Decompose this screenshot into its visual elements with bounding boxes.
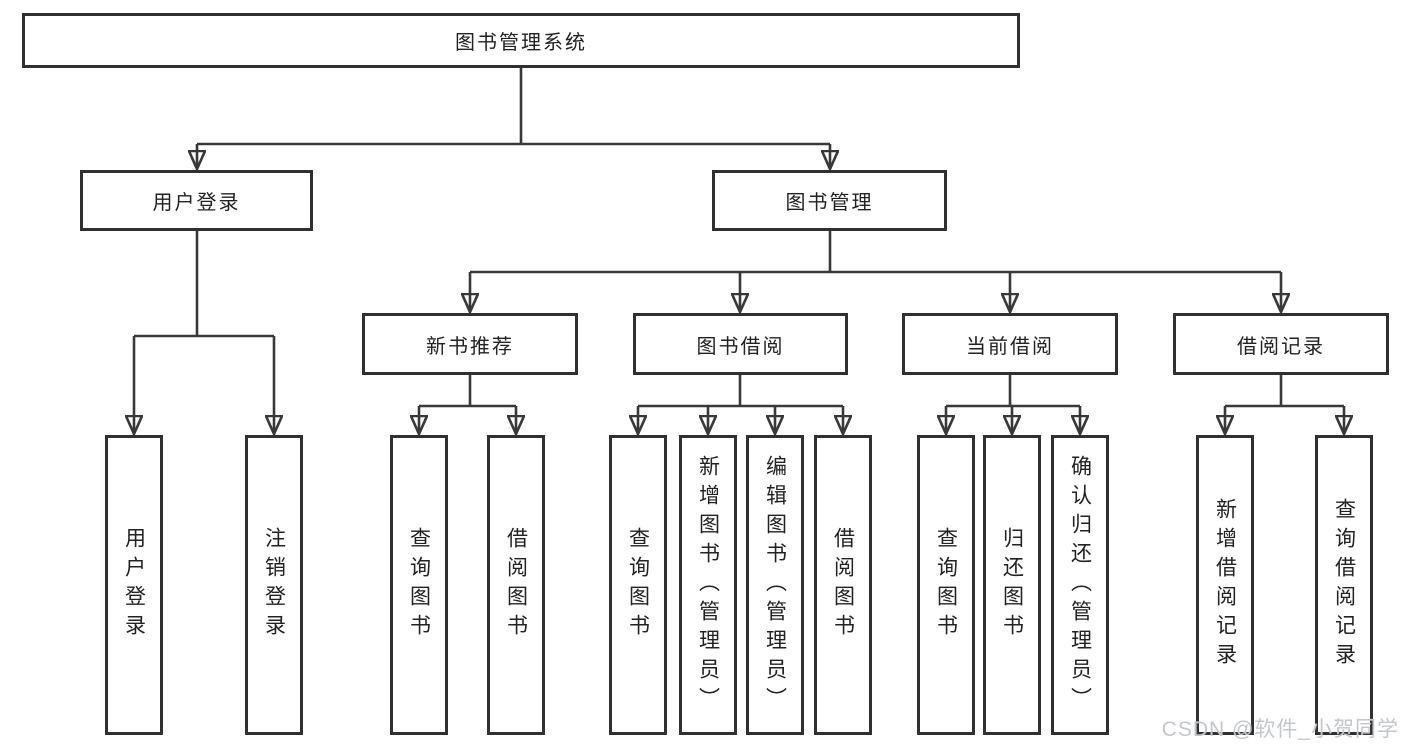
leaf-label: 新增图书（管理员） bbox=[696, 454, 720, 716]
leaf-current-confirm-return-admin: 确认归还（管理员） bbox=[1051, 435, 1109, 735]
node-label: 图书管理 bbox=[785, 192, 874, 214]
node-new-book-recommendation: 新书推荐 bbox=[362, 313, 578, 375]
leaf-label: 查询借阅记录 bbox=[1332, 498, 1356, 672]
leaf-label: 新增借阅记录 bbox=[1213, 498, 1237, 672]
node-current-borrowing: 当前借阅 bbox=[902, 313, 1118, 375]
node-borrowing-records: 借阅记录 bbox=[1173, 313, 1389, 375]
leaf-current-return-books: 归还图书 bbox=[983, 435, 1041, 735]
node-book-management: 图书管理 bbox=[712, 170, 947, 231]
leaf-label: 查询图书 bbox=[626, 527, 650, 643]
leaf-borrowing-query-books: 查询图书 bbox=[609, 435, 667, 735]
leaf-user-login: 用户登录 bbox=[105, 435, 163, 735]
leaf-current-query-books: 查询图书 bbox=[917, 435, 975, 735]
leaf-label: 借阅图书 bbox=[831, 527, 855, 643]
leaf-label: 查询图书 bbox=[407, 527, 431, 643]
node-label: 借阅记录 bbox=[1237, 335, 1325, 358]
node-label: 当前借阅 bbox=[966, 335, 1054, 358]
node-label: 新书推荐 bbox=[426, 335, 514, 358]
leaf-logout: 注销登录 bbox=[245, 435, 303, 735]
leaf-borrowing-add-books-admin: 新增图书（管理员） bbox=[679, 435, 737, 735]
leaf-borrowing-borrow-books: 借阅图书 bbox=[814, 435, 872, 735]
leaf-label: 查询图书 bbox=[934, 527, 958, 643]
node-book-borrowing: 图书借阅 bbox=[633, 313, 848, 375]
leaf-label: 编辑图书（管理员） bbox=[763, 454, 787, 716]
leaf-label: 注销登录 bbox=[262, 527, 286, 643]
leaf-borrowing-edit-books-admin: 编辑图书（管理员） bbox=[746, 435, 804, 735]
node-library-management-system: 图书管理系统 bbox=[22, 13, 1020, 68]
leaf-label: 确认归还（管理员） bbox=[1068, 454, 1092, 716]
leaf-recommend-borrow-books: 借阅图书 bbox=[487, 435, 545, 735]
leaf-label: 用户登录 bbox=[122, 527, 146, 643]
node-label: 图书管理系统 bbox=[455, 32, 587, 54]
node-label: 图书借阅 bbox=[696, 335, 785, 358]
csdn-watermark: CSDN @软件_小贺同学 bbox=[1161, 718, 1399, 741]
leaf-recommend-query-books: 查询图书 bbox=[390, 435, 448, 735]
leaf-label: 借阅图书 bbox=[504, 527, 528, 643]
leaf-label: 归还图书 bbox=[1000, 527, 1024, 643]
leaf-records-query-borrow-record: 查询借阅记录 bbox=[1315, 435, 1373, 735]
node-user-login: 用户登录 bbox=[80, 170, 313, 231]
node-label: 用户登录 bbox=[152, 192, 241, 214]
leaf-records-add-borrow-record: 新增借阅记录 bbox=[1196, 435, 1254, 735]
